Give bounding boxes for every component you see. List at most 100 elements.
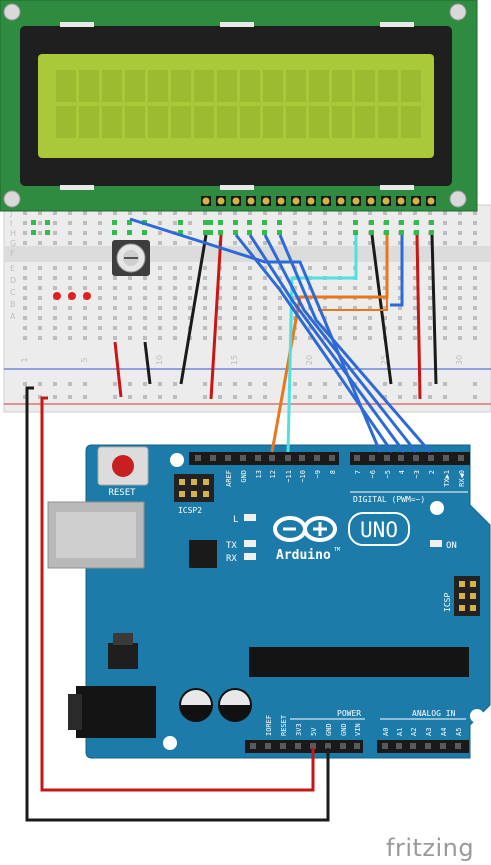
breadboard-hole xyxy=(113,286,117,290)
breadboard-hole xyxy=(383,306,387,310)
breadboard-hole xyxy=(473,221,477,225)
breadboard-hole xyxy=(248,336,252,340)
led-rx-label: RX xyxy=(226,554,237,564)
breadboard-hole xyxy=(68,326,72,330)
breadboard-hole xyxy=(428,316,432,320)
breadboard-hole xyxy=(38,316,42,320)
lcd-module xyxy=(0,0,478,212)
breadboard-hole xyxy=(248,306,252,310)
breadboard-hole xyxy=(248,316,252,320)
power-rail-hole xyxy=(383,395,387,399)
lcd-pin xyxy=(382,197,390,205)
lcd-char-cell xyxy=(263,106,283,138)
breadboard-hole xyxy=(338,266,342,270)
breadboard-hole xyxy=(458,241,462,245)
wire-blue-rw xyxy=(390,235,404,307)
power-rail-hole xyxy=(473,382,477,386)
breadboard-hole xyxy=(68,241,72,245)
analog-pin xyxy=(396,743,402,749)
breadboard-hole xyxy=(53,306,57,310)
power-rail-hole xyxy=(158,382,162,386)
power-rail-hole xyxy=(53,395,57,399)
power-rail-hole xyxy=(203,382,207,386)
wire-black-backlight-2 xyxy=(430,234,438,385)
breadboard-hole xyxy=(188,316,192,320)
digital-pin xyxy=(225,455,231,461)
breadboard-hole xyxy=(458,296,462,300)
breadboard-row-letter: H xyxy=(10,229,16,238)
breadboard-hole xyxy=(83,336,87,340)
breadboard-hole xyxy=(68,306,72,310)
breadboard-hole xyxy=(323,266,327,270)
digital-pin xyxy=(299,455,305,461)
breadboard-hole-connected xyxy=(399,220,404,225)
breadboard-hole-connected xyxy=(247,220,252,225)
breadboard-hole xyxy=(23,221,27,225)
breadboard-hole xyxy=(158,336,162,340)
icsp-pin xyxy=(470,581,476,587)
power-pin xyxy=(325,743,331,749)
breadboard-hole xyxy=(308,241,312,245)
digital-pin-label: 12 xyxy=(269,470,277,478)
breadboard-hole xyxy=(413,336,417,340)
breadboard-hole-connected xyxy=(218,230,223,235)
digital-pin-label: GND xyxy=(240,470,248,483)
breadboard-hole-connected xyxy=(31,230,36,235)
power-rail-hole xyxy=(23,395,27,399)
breadboard-hole xyxy=(98,211,102,215)
breadboard-hole xyxy=(23,276,27,280)
breadboard-hole xyxy=(23,326,27,330)
breadboard-hole xyxy=(383,286,387,290)
reset-button-cap[interactable] xyxy=(112,455,134,477)
lcd-char-cell xyxy=(56,106,76,138)
digital-pin xyxy=(285,455,291,461)
breadboard-hole xyxy=(23,296,27,300)
power-rail-hole xyxy=(173,382,177,386)
breadboard-hole xyxy=(458,326,462,330)
breadboard-hole xyxy=(188,266,192,270)
power-rail-hole xyxy=(413,382,417,386)
breadboard-hole xyxy=(278,336,282,340)
breadboard-hole-connected xyxy=(262,230,267,235)
breadboard-hole-connected xyxy=(127,220,132,225)
breadboard-hole-connected xyxy=(414,230,419,235)
breadboard-hole xyxy=(158,316,162,320)
breadboard-hole xyxy=(218,316,222,320)
lcd-char-cell xyxy=(125,70,145,102)
power-rail-hole xyxy=(83,382,87,386)
uno-badge-text: UNO xyxy=(360,518,398,542)
breadboard-hole xyxy=(443,296,447,300)
breadboard-hole-connected xyxy=(127,230,132,235)
breadboard-hole xyxy=(263,306,267,310)
analog-pin xyxy=(455,743,461,749)
breadboard-hole xyxy=(83,221,87,225)
breadboard-hole xyxy=(443,286,447,290)
power-rail-hole xyxy=(308,395,312,399)
breadboard-hole xyxy=(173,286,177,290)
breadboard-hole xyxy=(38,336,42,340)
breadboard-hole xyxy=(53,336,57,340)
power-pin-label: GND xyxy=(325,723,333,736)
breadboard-hole xyxy=(98,231,102,235)
breadboard-hole xyxy=(233,316,237,320)
analog-pin-label: A4 xyxy=(440,728,448,736)
breadboard-hole xyxy=(128,336,132,340)
breadboard-hole-connected xyxy=(233,230,238,235)
lcd-pin xyxy=(202,197,210,205)
breadboard-hole xyxy=(413,266,417,270)
logo-infinity-right xyxy=(303,516,337,542)
lcd-char-cell xyxy=(56,70,76,102)
breadboard-hole xyxy=(293,296,297,300)
digital-pin-label: ~11 xyxy=(285,470,293,483)
breadboard-hole xyxy=(473,241,477,245)
breadboard-hole xyxy=(113,211,117,215)
digital-pin xyxy=(195,455,201,461)
power-rail-hole xyxy=(398,395,402,399)
breadboard-hole xyxy=(338,326,342,330)
digital-pin xyxy=(413,455,419,461)
digital-pin xyxy=(354,455,360,461)
breadboard-hole xyxy=(158,276,162,280)
digital-pin xyxy=(240,455,246,461)
breadboard-hole xyxy=(98,266,102,270)
